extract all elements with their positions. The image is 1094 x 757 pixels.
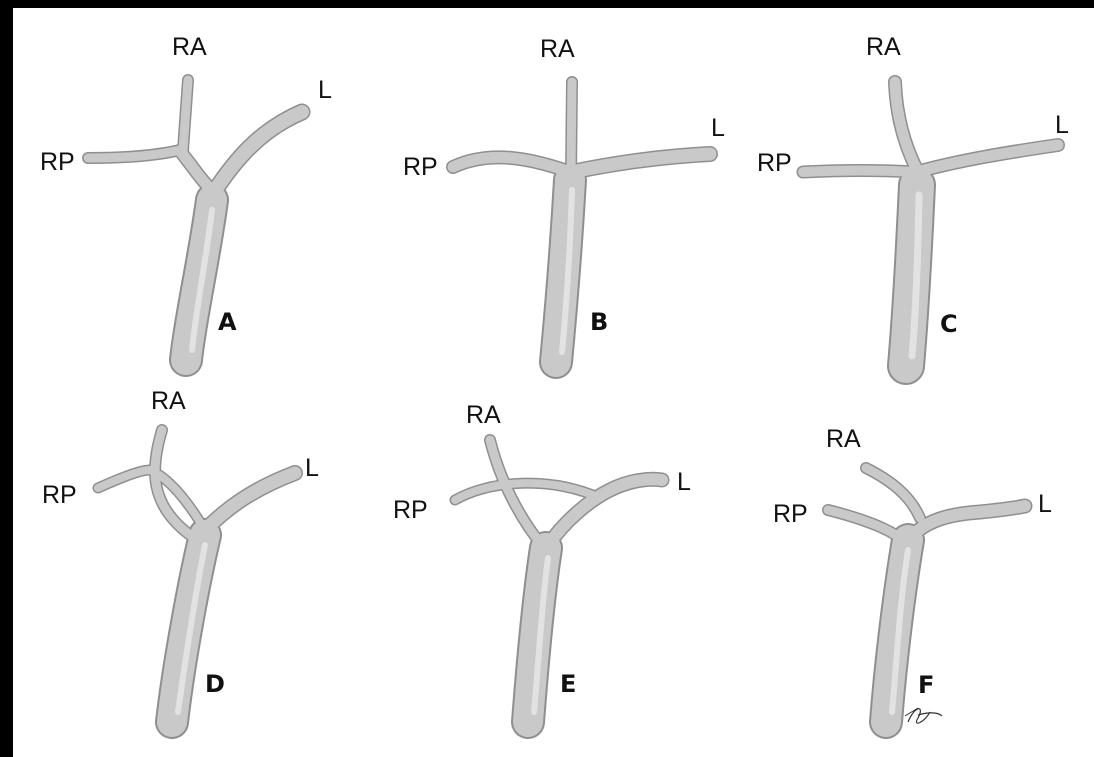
panel-c-ra-label: RA bbox=[866, 33, 901, 61]
signature-mark bbox=[905, 708, 942, 723]
panel-d-l-label: L bbox=[305, 454, 319, 482]
panel-f: RA RP L F bbox=[773, 425, 1052, 723]
panel-a-letter: A bbox=[218, 308, 237, 336]
panel-e-letter: E bbox=[560, 670, 576, 698]
panel-d-rp-label: RP bbox=[42, 481, 77, 509]
panel-b-rp-label: RP bbox=[403, 153, 438, 181]
panel-e-ra-label: RA bbox=[466, 401, 501, 429]
panel-d: RA RP L D bbox=[42, 387, 319, 722]
panel-b-letter: B bbox=[590, 308, 608, 336]
panel-e-rp-label: RP bbox=[393, 496, 428, 524]
panel-d-letter: D bbox=[205, 670, 225, 698]
panel-c-vein bbox=[803, 82, 1058, 366]
panel-f-ra-label: RA bbox=[826, 425, 861, 453]
panel-b-vein bbox=[453, 82, 710, 362]
panel-c-letter: C bbox=[940, 310, 958, 338]
panel-a-rp-label: RP bbox=[40, 148, 75, 176]
panel-e-l-label: L bbox=[677, 468, 691, 496]
panel-a-l-label: L bbox=[318, 76, 332, 104]
panel-c: RA RP L C bbox=[757, 33, 1069, 366]
panel-a-ra-label: RA bbox=[172, 33, 207, 61]
panel-f-letter: F bbox=[918, 671, 934, 699]
panel-c-rp-label: RP bbox=[757, 149, 792, 177]
panel-a: RA RP L A bbox=[40, 33, 332, 360]
panel-b: RA RP L B bbox=[403, 35, 725, 362]
panel-b-l-label: L bbox=[711, 114, 725, 142]
panel-c-l-label: L bbox=[1055, 111, 1069, 139]
panel-b-ra-label: RA bbox=[540, 35, 575, 63]
panel-f-l-label: L bbox=[1038, 490, 1052, 518]
panel-d-ra-label: RA bbox=[151, 387, 186, 415]
panel-a-vein bbox=[88, 80, 302, 360]
panel-d-vein bbox=[98, 430, 295, 722]
panel-e-vein bbox=[455, 440, 662, 722]
panel-f-rp-label: RP bbox=[773, 500, 808, 528]
panel-e: RA RP L E bbox=[393, 401, 691, 722]
